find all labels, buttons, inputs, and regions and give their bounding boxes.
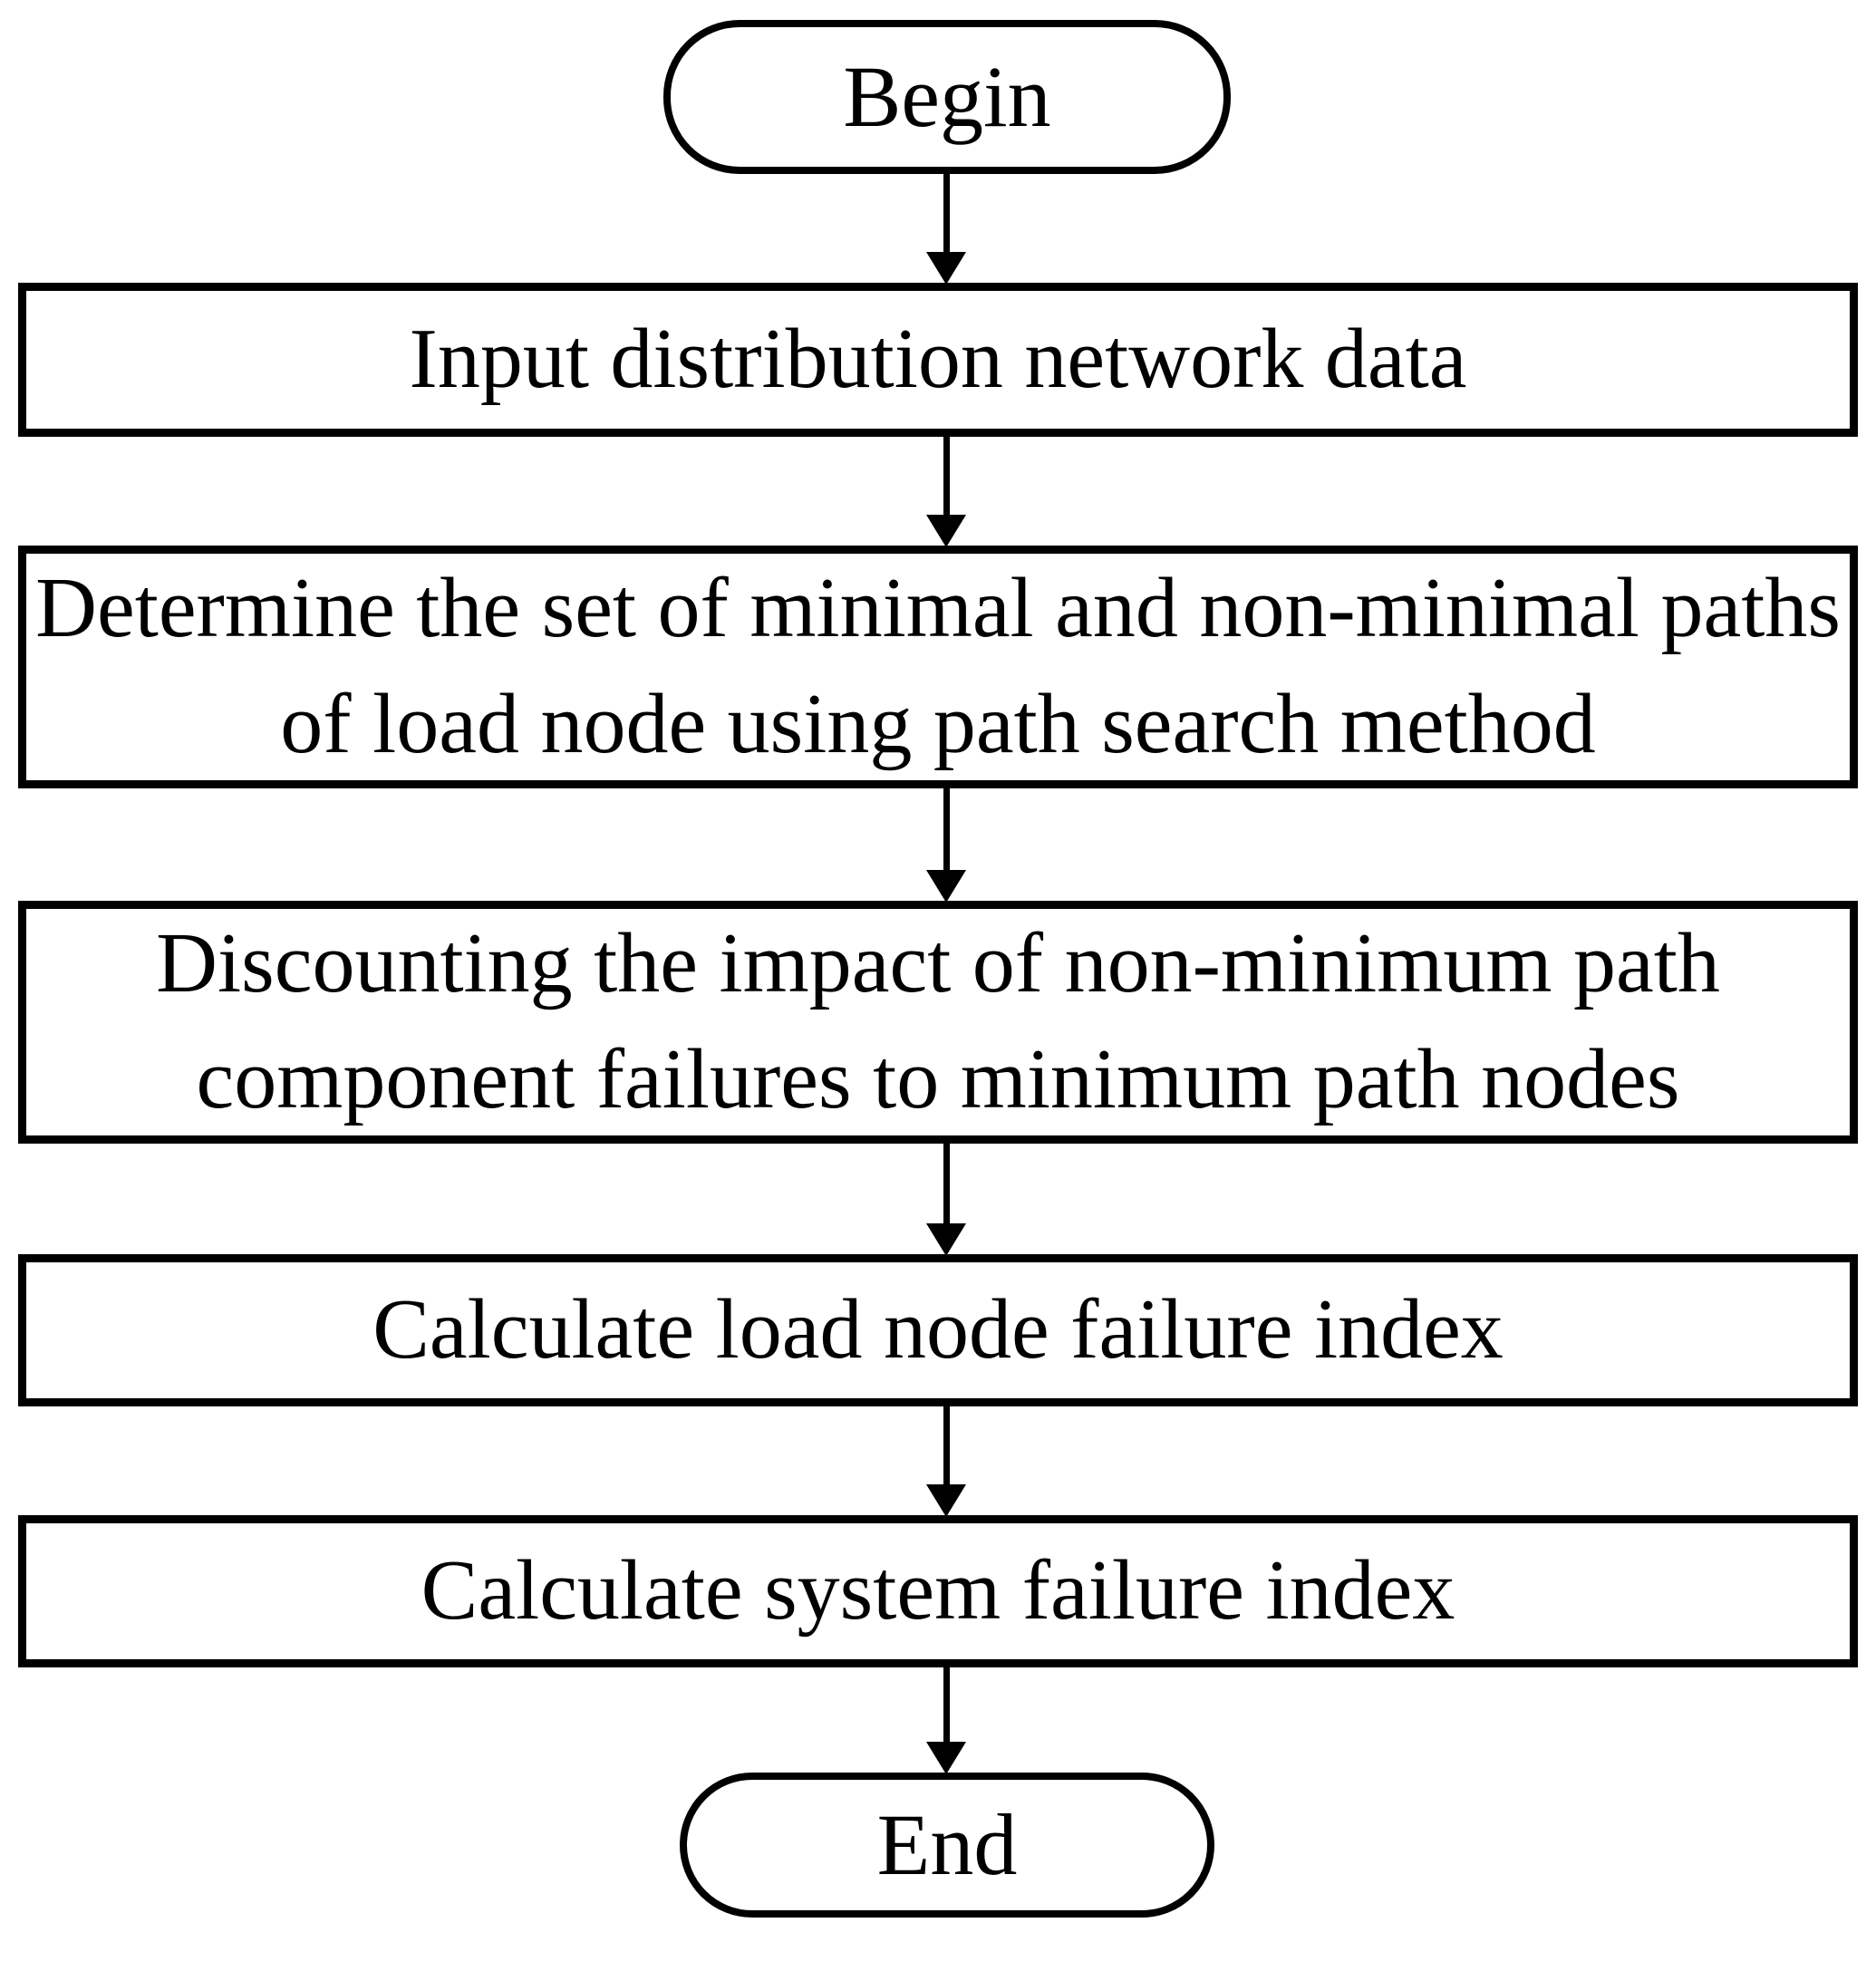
node-input-data: Input distribution network data [18, 283, 1858, 437]
node-discount-impact: Discounting the impact of non-minimum pa… [18, 901, 1858, 1144]
node-discount-impact-label-line2: component failures to minimum path nodes [196, 1032, 1680, 1126]
arrow-determine-paths-to-discount-impact [926, 787, 966, 903]
arrow-input-data-to-determine-paths [926, 435, 966, 547]
arrowhead-down-icon [926, 1484, 966, 1517]
node-input-data-label: Input distribution network data [409, 312, 1467, 407]
node-determine-paths-label-line1: Determine the set of minimal and non-min… [35, 561, 1841, 656]
arrow-shaft [943, 1666, 950, 1742]
arrowhead-down-icon [926, 1223, 966, 1256]
node-system-index: Calculate system failure index [18, 1515, 1858, 1667]
arrow-shaft [943, 787, 950, 870]
arrow-shaft [943, 435, 950, 515]
arrow-shaft [943, 1142, 950, 1223]
node-end: End [680, 1773, 1214, 1918]
arrow-discount-impact-to-load-node-index [926, 1142, 966, 1256]
node-determine-paths: Determine the set of minimal and non-min… [18, 546, 1858, 788]
arrow-begin-to-input-data [926, 172, 966, 285]
node-begin: Begin [663, 20, 1231, 174]
arrow-shaft [943, 1405, 950, 1484]
arrow-shaft [943, 172, 950, 252]
arrowhead-down-icon [926, 1742, 966, 1774]
node-load-node-index-label: Calculate load node failure index [372, 1282, 1504, 1377]
node-determine-paths-label-line2: of load node using path search method [280, 677, 1596, 771]
arrow-load-node-index-to-system-index [926, 1405, 966, 1517]
node-discount-impact-label-line1: Discounting the impact of non-minimum pa… [156, 916, 1720, 1011]
arrowhead-down-icon [926, 252, 966, 285]
node-end-label: End [876, 1795, 1018, 1893]
node-load-node-index: Calculate load node failure index [18, 1254, 1858, 1406]
node-begin-label: Begin [843, 47, 1051, 145]
arrowhead-down-icon [926, 870, 966, 903]
arrowhead-down-icon [926, 515, 966, 547]
node-system-index-label: Calculate system failure index [421, 1543, 1455, 1638]
arrow-system-index-to-end [926, 1666, 966, 1774]
